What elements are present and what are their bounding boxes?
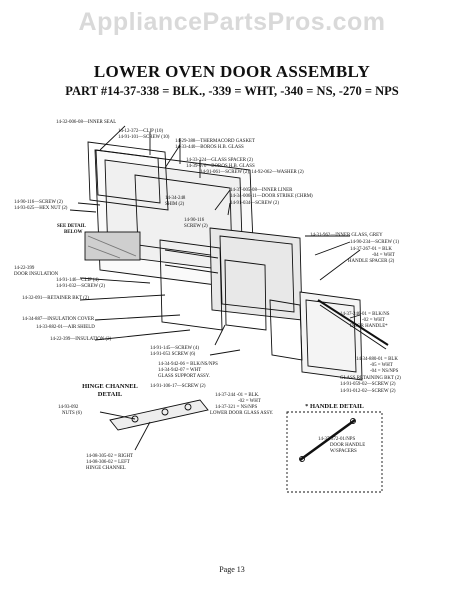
- callout-shim-2: SHIM (2): [165, 202, 185, 207]
- callout-screw-2-f: 14-91-012-02—SCREW (2): [340, 389, 396, 394]
- callout-boros-hb: 14-33-440—BOROS H.B. GLASS: [175, 145, 244, 150]
- callout-clip-4: 14-91-146—CLIP (4): [56, 278, 99, 283]
- hinge-left: 14-08-306-02 = LEFT: [86, 460, 130, 465]
- handle-detail-label-2: W/SPACERS: [330, 449, 357, 454]
- watermark: AppliancePartsPros.com: [78, 8, 386, 36]
- page-number: Page 13: [219, 565, 245, 574]
- callout-retainer-brkt: 14-32-091—RETAINER BKT (2): [22, 296, 89, 301]
- callout-door-handle-wht: -02 = WHT: [362, 318, 385, 323]
- callout-support-wht: 14-34-942-07 = WHT: [158, 368, 202, 373]
- hinge-nut: NUTS (6): [62, 411, 82, 416]
- hinge-right: 14-08-305-02 = RIGHT: [86, 454, 134, 459]
- callout-inner-glass: 14-31-962—INNER GLASS, GREY: [310, 233, 383, 238]
- hinge-detail-title-2: DETAIL: [97, 391, 123, 398]
- air-shield: [224, 259, 267, 331]
- callout-door-handle-num: 14-37-246-01 = BLK/NS: [340, 312, 390, 317]
- callout-screw-1: 14-90-234—SCREW (1): [350, 240, 399, 245]
- callout-retaining-num: 14-34-880-01 = BLK: [356, 357, 398, 362]
- page-title: LOWER OVEN DOOR ASSEMBLY: [93, 62, 371, 81]
- door-handle-bar: [317, 299, 389, 346]
- inner-seal: [87, 141, 169, 211]
- callout-lower-glass-wht: -02 = WHT: [238, 399, 261, 404]
- hinge-nut-num: 14-93-092: [58, 405, 79, 410]
- callout-below: BELOW: [64, 230, 83, 235]
- handle-detail-title: * HANDLE DETAIL: [305, 403, 364, 410]
- hinge-channel: HINGE CHANNEL: [86, 466, 126, 471]
- callout-lower-glass-num: 14-37-244 -01 = BLK.: [215, 393, 260, 398]
- callout-clip-10: 14-12-372—CLIP (10): [118, 129, 164, 134]
- callout-retaining: GLASS RETAINING BKT (2): [340, 376, 401, 381]
- callout-insul-cover: 14-34-887—INSULATION COVER: [22, 317, 95, 322]
- callout-inner-seal: 14-32-006-08—INNER SEAL: [56, 120, 117, 125]
- callout-screw-2-left: 14-90-116—SCREW (2): [14, 200, 63, 205]
- callout-thermacord: 14-29-388—THERMACORD GASKET: [175, 139, 256, 144]
- callout-screw-2-a: 14-91-034—SCREW (2): [230, 201, 279, 206]
- hinge-channel-detail: [99, 399, 209, 451]
- lower-door-glass: [299, 291, 363, 381]
- callout-lower-glass-ns: 14-37-321 = NS/NPS: [215, 405, 258, 410]
- callout-screw-2-c: 14-91-032—SCREW (2): [56, 284, 105, 289]
- callout-insulation-2: 14-22-399—INSULATION (2): [50, 337, 112, 342]
- callout-screw-washer: 14-91-061—SCREW (2), 14-92-062—WASHER (2…: [200, 170, 304, 175]
- part-number-subtitle: PART #14-37-338 = BLK., -339 = WHT, -340…: [65, 84, 399, 98]
- callout-boros-hb2: 14-39-076—BOROS H.B. GLASS: [186, 164, 255, 169]
- callout-screw-2-b: SCREW (2): [184, 224, 208, 229]
- callout-glass-spacer: 14-33-324—GLASS SPACER (2): [186, 158, 253, 163]
- callout-handle-spacer: HANDLE SPACER (2): [348, 259, 395, 264]
- callout-air-shield: 14-33-882-01—AIR SHIELD: [36, 325, 95, 330]
- callout-retaining-ns: -04 = NS/NPS: [370, 369, 399, 374]
- callout-hex-nut: 14-93-025—HEX NUT (2): [14, 206, 68, 211]
- callout-see-detail: SEE DETAIL: [57, 224, 86, 229]
- handle-detail-drawing: [286, 411, 383, 493]
- hinge-detail-title-1: HINGE CHANNEL: [82, 383, 138, 390]
- callout-shim-248: 14-34-248: [165, 196, 186, 201]
- callout-support-num: 14-34-942-06 = BLK/NS/NPS: [158, 362, 218, 367]
- callout-support: GLASS SUPPORT ASSY.: [158, 374, 210, 379]
- callout-screw-6: 14-91-053 SCREW (6): [150, 352, 196, 357]
- callout-door-strike: 14-34-006-11—DOOR STRIKE (CHRM): [230, 194, 313, 199]
- handle-detail-label-1: DOOR HANDLE: [330, 443, 366, 448]
- callout-door-insul: DOOR INSULATION: [14, 272, 59, 277]
- callout-screw-10: 14-91-101—SCREW (10): [118, 135, 170, 140]
- callout-door-insul-num: 14-22-399: [14, 266, 35, 271]
- callout-screw-2-d: 14-91-106-17—SCREW (2): [150, 384, 206, 389]
- callout-screw-90-116: 14-90-116: [184, 218, 205, 223]
- callout-screw-4: 14-91-145—SCREW (4): [150, 346, 199, 351]
- callout-handle-spacer-num: 14-37-267-01 = BLK: [350, 247, 392, 252]
- callout-handle-spacer-wht: -04 = WHT: [372, 253, 395, 258]
- inner-glass: [209, 227, 303, 321]
- handle-detail-num: 14-37-372-01/NPS: [318, 437, 356, 442]
- callout-door-handle: DOOR HANDLE*: [350, 324, 388, 329]
- callout-lower-glass: LOWER DOOR GLASS ASSY.: [210, 411, 274, 416]
- callout-screw-2-e: 14-91-059-02—SCREW (2): [340, 382, 396, 387]
- callout-retaining-wht: -05 = WHT: [370, 363, 393, 368]
- callout-inner-liner: 14-37-005-08—INNER LINER: [230, 188, 293, 193]
